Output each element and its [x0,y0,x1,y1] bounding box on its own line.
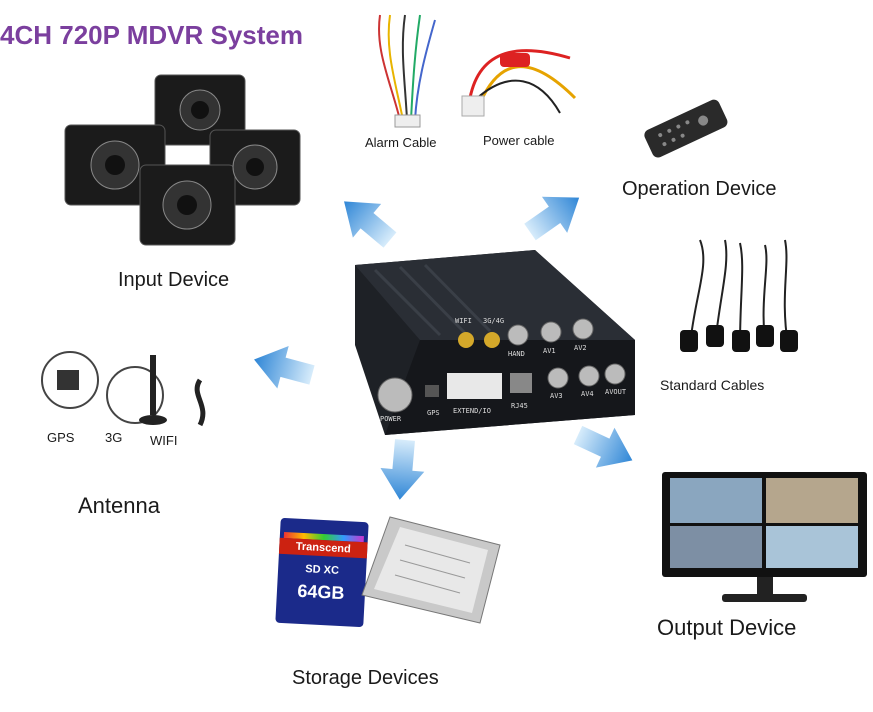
arrow-to-operation-device [517,179,592,251]
camera-group-image [64,74,301,246]
sd-card-brand: Transcend [278,537,368,559]
standard-cables-label: Standard Cables [660,377,765,393]
output-device-label: Output Device [657,615,797,640]
standard-cables-image [680,239,798,352]
remote-control-image [644,99,728,158]
sd-card-type: SD XC [305,563,340,577]
sd-card-capacity: 64GB [296,580,345,604]
port-label-av4: AV4 [581,390,594,398]
antenna-label: Antenna [78,493,160,518]
port-label-rj45: RJ45 [511,402,528,410]
hard-drive-image [361,516,501,624]
power-cable-label: Power cable [483,133,555,148]
arrow-to-storage [377,438,427,502]
antenna-3g-label: 3G [105,430,123,445]
port-label-gps: GPS [427,409,440,417]
power-cable-image [461,49,577,117]
arrow-to-input-device [329,184,405,257]
alarm-cable-image [378,14,436,128]
sd-card-image: Transcend SD XC 64GB [275,517,369,628]
arrow-to-antenna [248,338,318,397]
port-label-av2: AV2 [574,344,587,352]
antenna-image [41,351,206,427]
input-device-label: Input Device [118,269,230,291]
port-label-av3: AV3 [550,392,563,400]
mdvr-unit: WIFI 3G/4G HAND AV1 AV2 POWER GPS EXTEND… [345,245,645,440]
port-label-hand: HAND [508,350,525,358]
antenna-gps-label: GPS [47,430,75,445]
antenna-wifi-label: WIFI [150,433,178,448]
port-label-extend: EXTEND/IO [453,407,491,415]
port-label-av1: AV1 [543,347,556,355]
port-label-avout: AVOUT [605,388,627,396]
monitor-image [662,472,867,602]
operation-device-label: Operation Device [622,178,777,200]
diagram-title: 4CH 720P MDVR System [0,20,303,50]
storage-devices-label: Storage Devices [292,667,439,689]
port-label-power: POWER [380,415,402,423]
alarm-cable-label: Alarm Cable [365,135,437,150]
port-label-wifi: WIFI [455,317,472,325]
port-label-3g4g: 3G/4G [483,317,505,325]
arrow-to-output-device [568,415,642,481]
